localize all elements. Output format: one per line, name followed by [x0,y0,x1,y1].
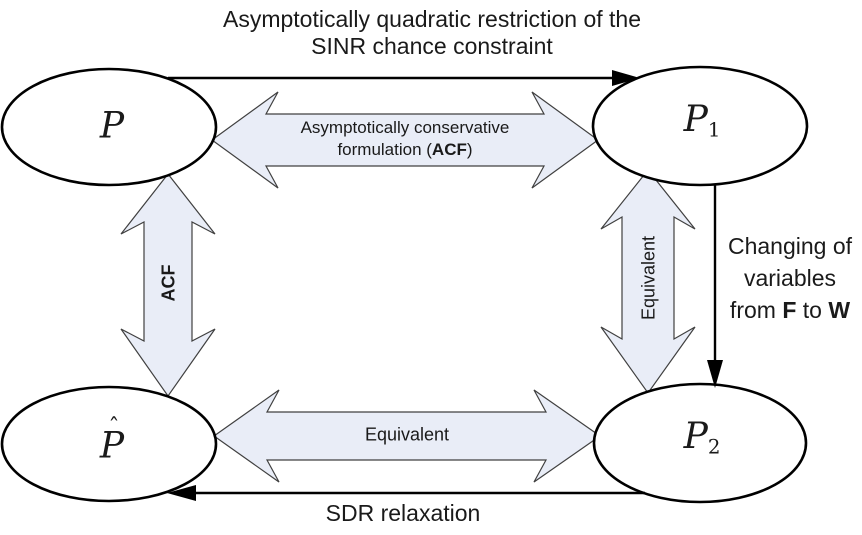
node-p1-ellipse [591,65,809,187]
node-p-label: P [99,105,125,147]
node-p2-subscript: 2 [707,435,721,459]
node-p1-label: P1 [683,98,721,149]
bottom-arrow-head [167,485,196,501]
node-phat-ellipse [0,385,218,503]
acf-horizontal-label-line2-post: ) [466,140,473,159]
acf-horizontal-label: Asymptotically conservative formulation … [301,117,510,161]
top-arrow-label-line1: Asymptotically quadratic restriction of … [222,6,642,32]
node-p1-subscript: 1 [707,118,721,142]
right-arrow-label: Changing of variables from F to W [728,230,852,326]
right-arrow-label-line3: from F to W [728,294,852,326]
node-p-ellipse [0,67,218,187]
top-arrow-label-line2: SINR chance constraint [311,33,553,59]
node-phat-symbol: P [99,425,125,467]
bottom-arrow-label: SDR relaxation [325,500,481,526]
node-p-symbol: P [99,105,125,147]
node-phat-hat: ˆ [108,414,120,441]
acf-horizontal-label-line2-pre: formulation ( [337,140,432,159]
right-arrow-label-line1: Changing of [727,233,853,259]
node-p2-symbol: P [683,415,708,457]
equivalent-vertical-label: Equivalent [638,235,659,321]
right-arrow-label-line3-f: F [782,297,797,323]
acf-horizontal-label-line1: Asymptotically conservative [300,118,510,137]
right-arrow-label-line3-pre: from [729,297,783,323]
equivalent-horizontal-label: Equivalent [364,424,450,445]
right-arrow-label-line3-w: W [828,297,851,323]
right-arrow-label-line2: variables [743,265,837,291]
top-arrow-label: Asymptotically quadratic restriction of … [223,6,641,60]
right-arrow-label-line3-mid: to [796,297,829,323]
acf-horizontal-label-line2: formulation (ACF) [301,139,510,161]
right-arrow-head [707,360,723,388]
acf-vertical-label: ACF [158,264,179,302]
node-p1-symbol: P [683,98,708,140]
top-arrow-head [612,70,640,86]
acf-horizontal-label-line2-bold: ACF [431,140,467,159]
node-p2-label: P2 [683,415,721,466]
node-p2-ellipse [592,382,808,504]
